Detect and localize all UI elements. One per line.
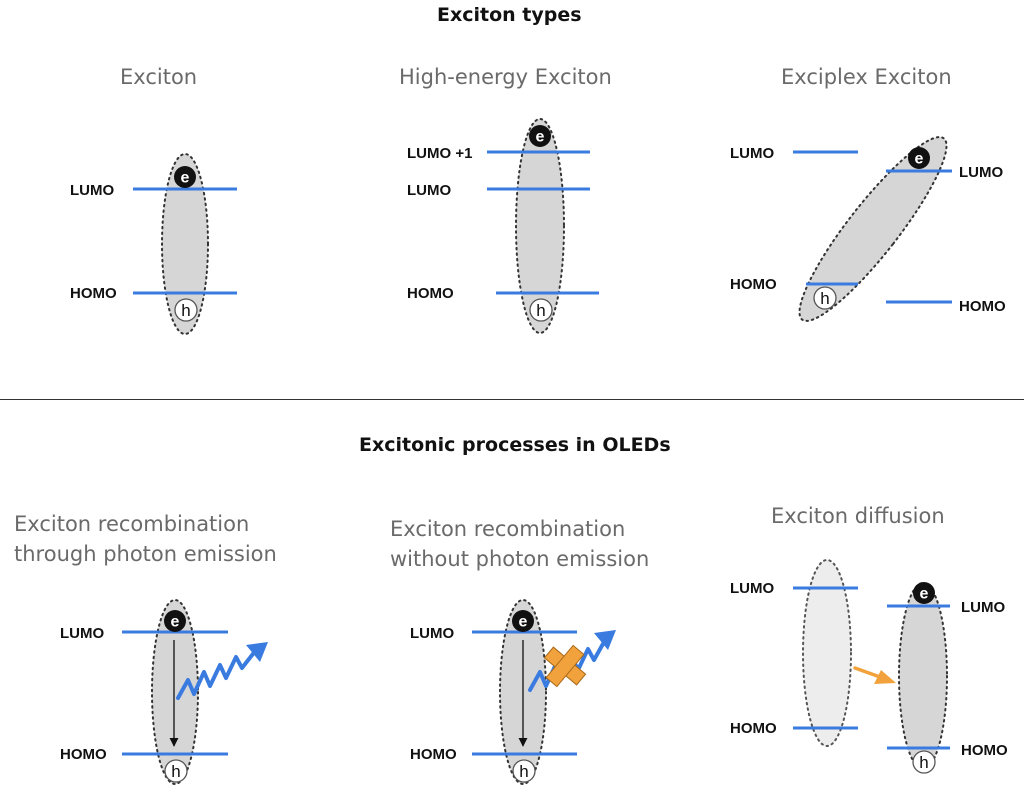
electron-icon: e [174,166,196,188]
electron-label: e [920,586,929,603]
label-lumo-photon: LUMO [60,625,105,642]
panel-title-no-photon-line2: without photon emission [390,547,650,571]
panel-title-photon-line1: Exciton recombination [14,512,250,536]
hole-icon: h [529,298,553,322]
electron-icon: e [908,147,930,169]
electron-icon: e [913,582,935,604]
electron-icon: e [512,610,534,632]
label-homo-high-energy: HOMO [407,285,454,302]
hole-icon: h [813,286,837,310]
label-lumo-exciplex-left: LUMO [730,145,775,162]
hole-icon: h [512,759,536,783]
panel-title-exciton-diffusion: Exciton diffusion [771,504,945,528]
label-homo-diffusion-right: HOMO [961,742,1008,759]
label-homo-exciplex-right: HOMO [959,298,1006,315]
label-lumo-diffusion-right: LUMO [961,599,1006,616]
label-lumo-exciton: LUMO [70,182,115,199]
exciplex-cloud [798,136,948,322]
exciton-cloud [898,582,948,770]
electron-label: e [171,614,180,631]
hole-label: h [536,301,545,320]
exciton-cloud [161,153,209,335]
panel-title-photon-line2: through photon emission [14,542,277,566]
wavy-arrow-icon [176,642,268,700]
arrow-icon [853,666,896,684]
label-lumo-exciplex-right: LUMO [959,164,1004,181]
hole-label: h [181,301,190,320]
exciton-cloud-faded [802,559,852,747]
electron-label: e [519,614,528,631]
label-homo-exciplex-left: HOMO [730,276,777,293]
electron-icon: e [529,125,551,147]
label-lumo1-high-energy: LUMO +1 [407,145,473,162]
hole-label: h [919,753,928,772]
panel-title-high-energy-exciton: High-energy Exciton [399,65,612,89]
section-divider [0,399,1024,400]
electron-label: e [536,129,545,146]
hole-icon: h [174,298,198,322]
label-homo-exciton: HOMO [70,285,117,302]
panel-title-no-photon-line1: Exciton recombination [390,517,626,541]
hole-label: h [820,289,829,308]
electron-label: e [181,170,190,187]
excitonic-processes-title: Excitonic processes in OLEDs [359,434,671,456]
hole-label: h [171,762,180,781]
label-homo-diffusion-left: HOMO [730,720,777,737]
label-lumo-diffusion-left: LUMO [730,580,775,597]
hole-icon: h [164,759,188,783]
exciton-types-title: Exciton types [437,4,582,26]
cross-icon [543,644,587,688]
panel-title-no-photon-emission: Exciton recombination without photon emi… [390,514,649,574]
label-homo-photon: HOMO [60,746,107,763]
hole-icon: h [912,750,936,774]
label-lumo-no-photon: LUMO [410,625,455,642]
label-homo-no-photon: HOMO [410,746,457,763]
panel-title-photon-emission: Exciton recombination through photon emi… [14,509,277,569]
electron-icon: e [164,610,186,632]
exciton-cloud [151,599,199,785]
panel-title-exciplex-exciton: Exciplex Exciton [781,65,952,89]
panel-title-exciton: Exciton [120,65,198,89]
electron-label: e [915,151,924,168]
exciton-cloud [515,118,565,334]
hole-label: h [519,762,528,781]
label-lumo-high-energy: LUMO [407,182,452,199]
